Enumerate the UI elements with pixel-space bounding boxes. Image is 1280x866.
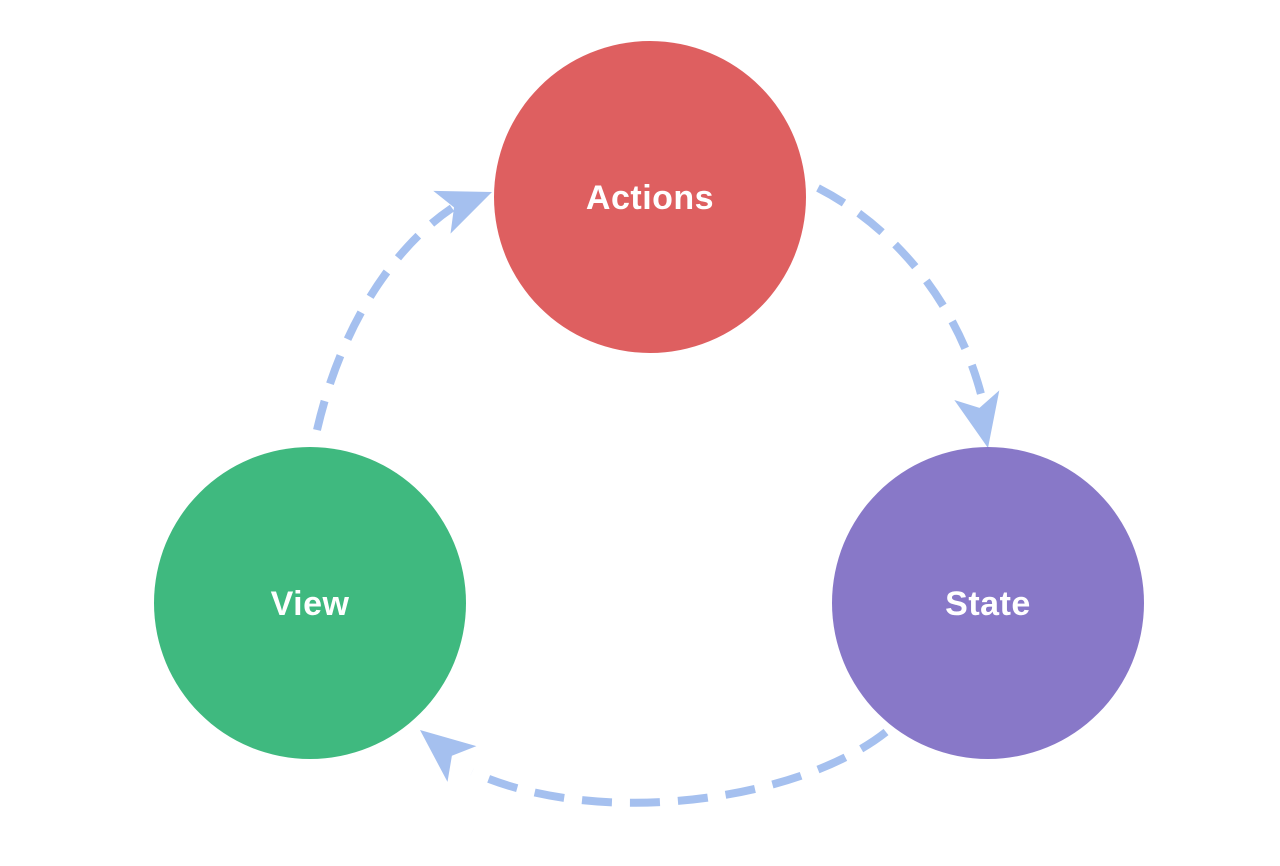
actions-label: Actions	[586, 179, 714, 217]
state-circle[interactable]	[832, 447, 1144, 759]
view-label: View	[271, 585, 350, 623]
arrowhead-into-state-icon	[954, 390, 1000, 448]
arrowhead-into-actions-icon	[433, 190, 492, 234]
node-state[interactable]: State	[832, 447, 1144, 759]
node-view[interactable]: View	[154, 447, 466, 759]
arc-state-to-view	[470, 728, 889, 807]
actions-circle[interactable]	[494, 41, 806, 353]
node-actions[interactable]: Actions	[494, 41, 806, 353]
arc-actions-to-state	[816, 184, 986, 399]
state-label: State	[945, 585, 1031, 623]
arrowhead-group	[420, 190, 1000, 782]
arrowhead-into-view-icon	[420, 730, 477, 782]
arc-view-to-actions	[313, 204, 455, 431]
connector-group	[313, 184, 986, 807]
view-circle[interactable]	[154, 447, 466, 759]
